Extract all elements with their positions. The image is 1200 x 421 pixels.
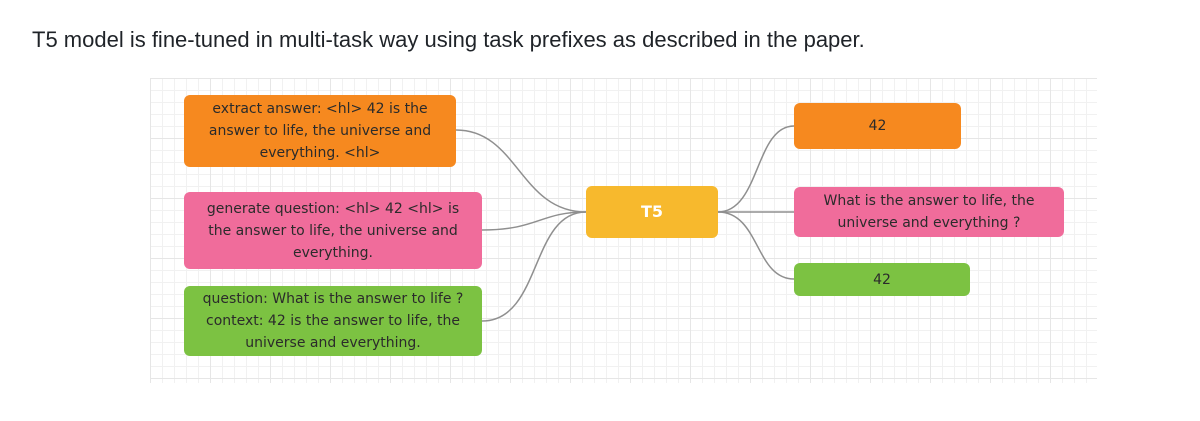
output-node-text: 42: [873, 271, 891, 288]
input-node-text: extract answer: <hl> 42 is the answer to…: [208, 101, 432, 161]
connector-lines: [455, 125, 795, 322]
output-node-question: What is the answer to life, the universe…: [794, 187, 1064, 237]
mind-map-diagram: extract answer: <hl> 42 is the answer to…: [150, 78, 1097, 383]
connector-input-2: [481, 211, 587, 231]
input-node-text: generate question: <hl> 42 <hl> is the a…: [206, 200, 460, 261]
input-node-extract-answer: extract answer: <hl> 42 is the answer to…: [184, 95, 456, 167]
connector-output-1: [717, 125, 795, 213]
output-node-text: What is the answer to life, the universe…: [823, 193, 1035, 231]
connector-input-3: [481, 211, 587, 322]
input-node-text: question: What is the answer to life ? c…: [202, 291, 464, 351]
t5-model-node: T5: [586, 186, 718, 238]
connector-input-1: [455, 129, 587, 213]
t5-model-label: T5: [640, 202, 664, 221]
connector-output-3: [717, 211, 795, 280]
output-node-qa-answer: 42: [794, 263, 970, 296]
input-node-question-answering: question: What is the answer to life ? c…: [184, 286, 482, 356]
input-node-generate-question: generate question: <hl> 42 <hl> is the a…: [184, 192, 482, 269]
page-title: T5 model is fine-tuned in multi-task way…: [32, 27, 865, 52]
output-node-text: 42: [868, 118, 887, 134]
output-node-answer: 42: [794, 103, 961, 149]
